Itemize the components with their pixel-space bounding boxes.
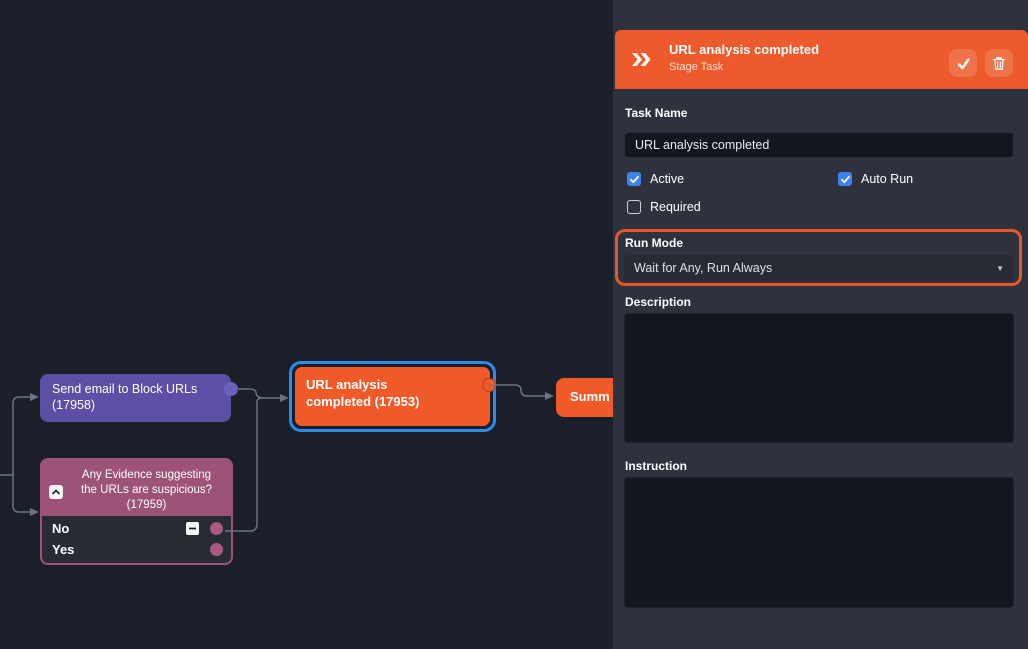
task-title: URL analysis completed bbox=[669, 42, 820, 57]
question-options: No Yes bbox=[42, 516, 231, 560]
chevron-down-icon: ▼ bbox=[996, 263, 1004, 273]
task-type-label: Stage Task bbox=[669, 61, 724, 73]
active-checkbox-row: Active bbox=[627, 172, 684, 186]
arrowhead bbox=[280, 394, 289, 402]
description-textarea[interactable] bbox=[624, 313, 1014, 443]
confirm-button[interactable] bbox=[949, 49, 977, 77]
node-label: Any Evidence suggesting bbox=[81, 469, 212, 481]
node-question[interactable]: Any Evidence suggesting the URLs are sus… bbox=[40, 458, 233, 565]
node-label: Send email to Block URLs bbox=[52, 382, 198, 396]
active-checkbox[interactable] bbox=[627, 172, 641, 186]
run-mode-select[interactable]: Wait for Any, Run Always ▼ bbox=[624, 255, 1014, 281]
chevron-up-icon bbox=[52, 489, 60, 495]
workflow-canvas[interactable]: Send email to Block URLs (17958) Any Evi… bbox=[0, 0, 614, 649]
arrowhead bbox=[30, 393, 39, 401]
required-label: Required bbox=[650, 200, 701, 214]
minus-button[interactable] bbox=[186, 522, 199, 535]
node-label: Summ bbox=[570, 389, 610, 404]
node-send-email[interactable]: Send email to Block URLs (17958) bbox=[40, 374, 231, 422]
task-name-label: Task Name bbox=[625, 106, 688, 120]
required-checkbox[interactable] bbox=[627, 200, 641, 214]
edge-url-to-summary bbox=[489, 384, 545, 397]
option-row-no[interactable]: No bbox=[42, 518, 231, 539]
run-mode-label: Run Mode bbox=[625, 236, 683, 250]
node-label: the URLs are suspicious? bbox=[80, 484, 213, 496]
node-url-analysis[interactable]: URL analysis completed (17953) bbox=[295, 367, 490, 426]
node-url-analysis-selected[interactable]: URL analysis completed (17953) bbox=[289, 361, 496, 432]
autorun-checkbox-row: Auto Run bbox=[838, 172, 913, 186]
node-label: URL analysis bbox=[306, 377, 388, 392]
node-summary[interactable]: Summ bbox=[556, 378, 614, 417]
collapse-button[interactable] bbox=[49, 485, 63, 499]
option-row-yes[interactable]: Yes bbox=[42, 539, 231, 560]
output-port-no[interactable] bbox=[210, 522, 223, 535]
node-id: completed (17953) bbox=[306, 394, 420, 409]
delete-button[interactable] bbox=[985, 49, 1013, 77]
minus-icon bbox=[189, 527, 196, 530]
trash-icon bbox=[992, 56, 1006, 70]
task-details-panel: URL analysis completed Stage Task Task N… bbox=[613, 0, 1028, 649]
output-port-url-analysis[interactable] bbox=[482, 378, 496, 392]
stage-task-icon bbox=[632, 53, 651, 66]
required-checkbox-row: Required bbox=[627, 200, 701, 214]
question-node-header: Any Evidence suggesting the URLs are sus… bbox=[42, 460, 231, 516]
description-label: Description bbox=[625, 295, 692, 309]
node-id: (17958) bbox=[52, 398, 96, 412]
arrowhead bbox=[30, 508, 39, 516]
output-port-yes[interactable] bbox=[210, 543, 223, 556]
arrowhead bbox=[545, 392, 554, 400]
checkmark-icon bbox=[629, 175, 639, 183]
edge-to-send-email bbox=[12, 396, 30, 475]
auto-run-checkbox[interactable] bbox=[838, 172, 852, 186]
instruction-textarea[interactable] bbox=[624, 477, 1014, 608]
auto-run-label: Auto Run bbox=[861, 172, 914, 186]
option-label: Yes bbox=[52, 542, 75, 557]
edge-to-question bbox=[12, 475, 30, 513]
active-label: Active bbox=[650, 172, 685, 186]
option-label: No bbox=[52, 521, 70, 536]
checkmark-icon bbox=[840, 175, 850, 183]
checkmark-icon bbox=[957, 57, 970, 69]
edge-sendemail-to-url bbox=[231, 388, 280, 399]
task-name-input[interactable] bbox=[624, 132, 1014, 158]
node-id: (17959) bbox=[126, 499, 167, 511]
run-mode-value: Wait for Any, Run Always bbox=[634, 261, 773, 275]
task-panel-header: URL analysis completed Stage Task bbox=[615, 30, 1028, 89]
instruction-label: Instruction bbox=[625, 459, 687, 473]
